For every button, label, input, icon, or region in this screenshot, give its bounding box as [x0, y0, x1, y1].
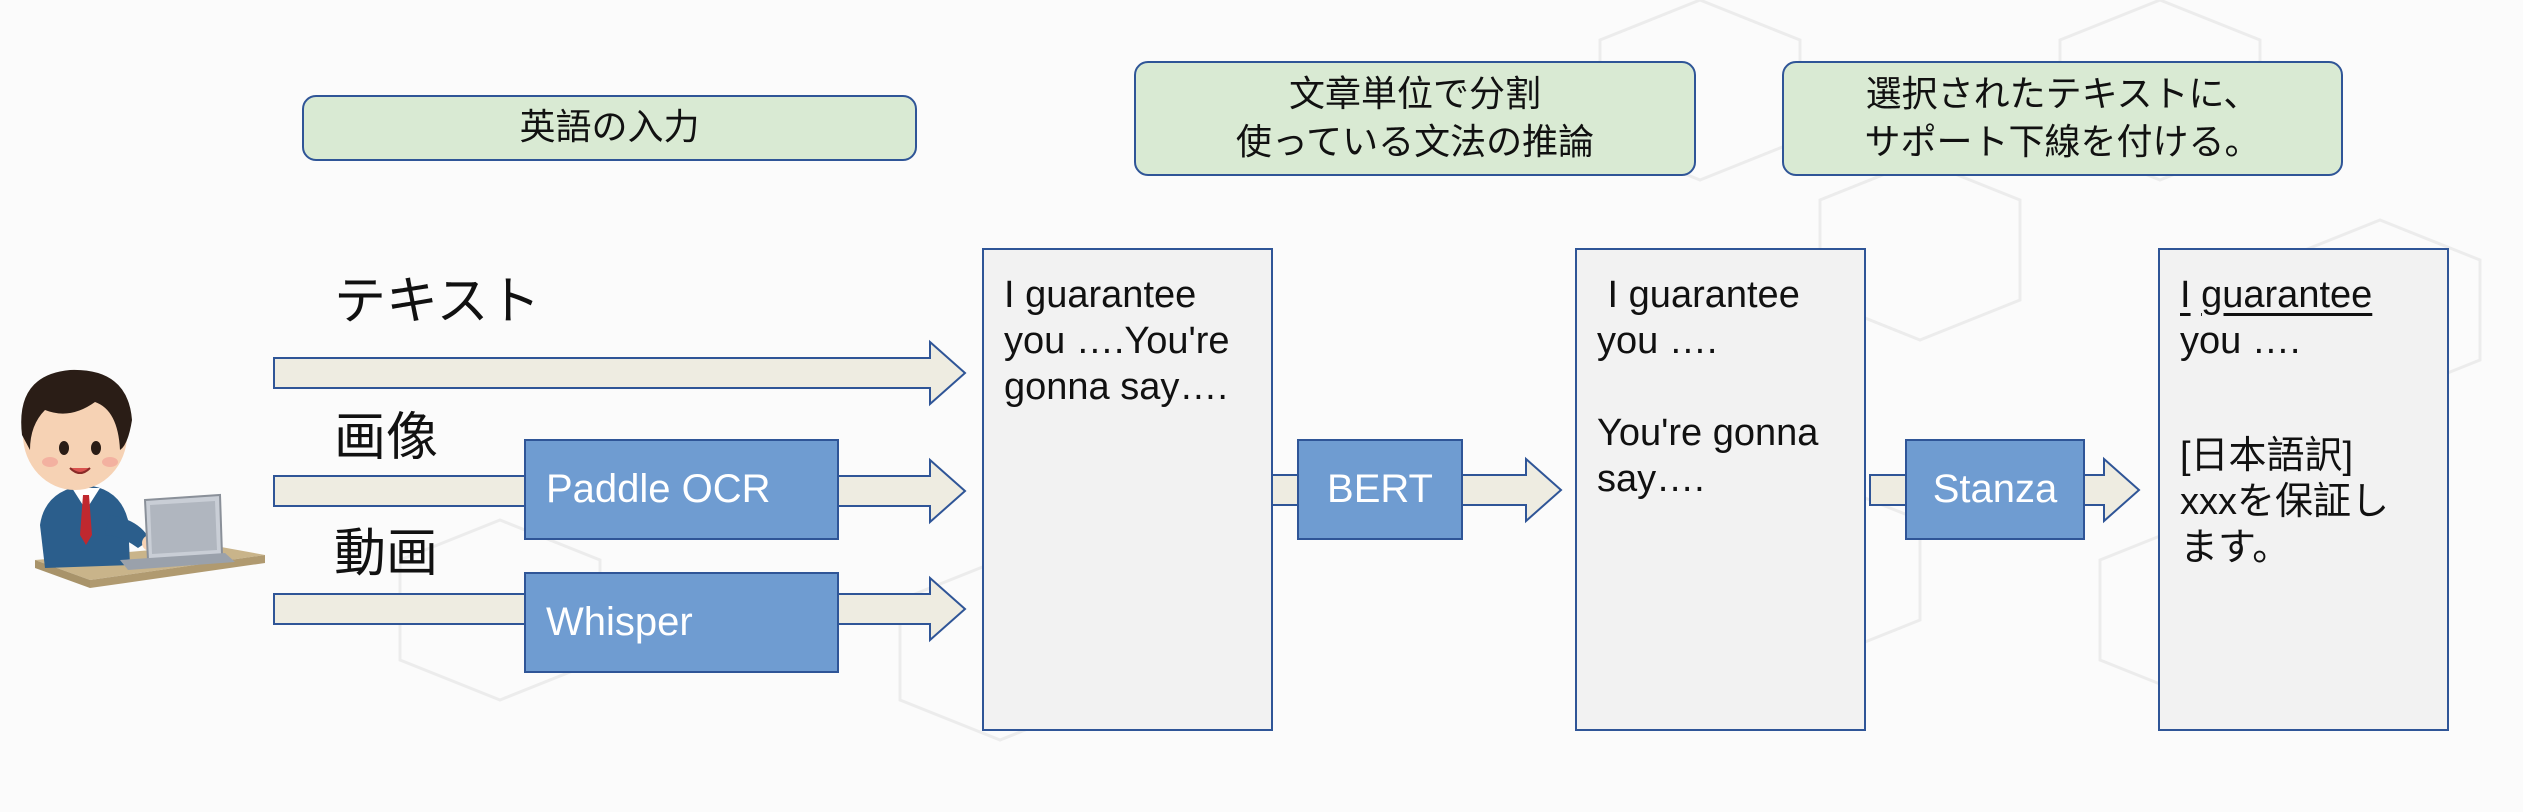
text-input-label: テキスト [334, 272, 541, 332]
underline-header-label: 選択されたテキストに、 サポート下線を付ける。 [1782, 61, 2343, 176]
stanza-box: Stanza [1905, 439, 2085, 540]
underlined-word-1: I [2180, 274, 2191, 316]
underlined-word-2: guarantee [2201, 274, 2373, 316]
text-input-arrow [273, 339, 967, 407]
input-text-box: I guarantee you ….You're gonna say…. [982, 248, 1273, 731]
split-sentence-1: I guarantee you …. [1597, 274, 1800, 362]
split-text-box: I guarantee you …. You're gonna say…. [1575, 248, 1866, 731]
split-sentence-2: You're gonna say…. [1597, 412, 1819, 500]
split-header-label: 文章単位で分割 使っている文法の推論 [1134, 61, 1696, 176]
video-input-label: 動画 [334, 524, 439, 584]
person-at-laptop-icon [21, 369, 265, 588]
output-sentence-line-2: you …. [2180, 320, 2301, 362]
whisper-box: Whisper [524, 572, 839, 673]
japanese-translation: [日本語訳] xxxを保証し ます。 [2180, 435, 2390, 569]
bert-box: BERT [1297, 439, 1463, 540]
output-sentence: I guarantee [2180, 272, 2447, 318]
paddle-ocr-box: Paddle OCR [524, 439, 839, 540]
input-header-label: 英語の入力 [302, 95, 917, 161]
image-input-label: 画像 [334, 408, 439, 468]
output-text-box: I guarantee you …. [日本語訳] xxxを保証し ます。 [2158, 248, 2449, 731]
